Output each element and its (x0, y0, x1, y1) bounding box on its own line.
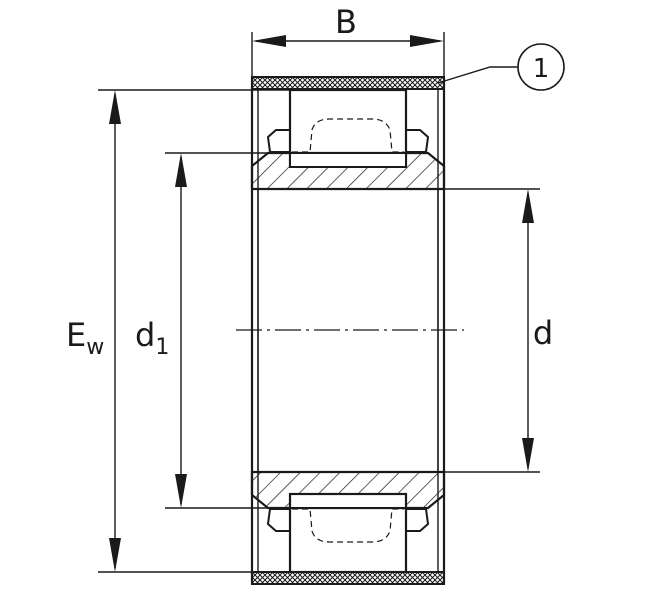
roller-bottom (288, 492, 408, 574)
outer-ring-top (251, 76, 445, 90)
bottom-roller-section (250, 470, 446, 574)
dimension-d1: d1 (135, 152, 268, 509)
cage-lug-top-right (405, 129, 430, 153)
arrowhead-ew-bottom (109, 538, 121, 572)
callout-leader-line (437, 66, 520, 84)
dimension-label-b: B (335, 3, 357, 41)
dimension-label-ew-base: E (66, 316, 86, 354)
callout-number: 1 (533, 54, 550, 84)
dimension-label-d1-base: d (135, 316, 155, 354)
arrowhead-ew-top (109, 90, 121, 124)
cage-lug-bottom-left (266, 508, 291, 532)
arrowhead-d-bottom (522, 438, 534, 472)
dimension-label-d1: d1 (135, 316, 169, 360)
callout-circle (517, 43, 565, 91)
arrowhead-b-left (252, 35, 286, 47)
arrowhead-d1-bottom (175, 474, 187, 508)
dimension-label-ew: Ew (66, 316, 104, 360)
inner-ring-raceway-bottom (289, 493, 407, 509)
dimension-label-d: d (533, 314, 553, 352)
cage-hidden-bottom (292, 508, 404, 543)
arrowhead-d1-top (175, 153, 187, 187)
dimension-b: B (251, 3, 445, 82)
cage-hidden-top (292, 118, 404, 153)
cage-lug-top-left (266, 129, 291, 153)
dimension-label-d1-subscript: 1 (155, 335, 169, 360)
dimension-label-ew-subscript: w (86, 335, 104, 360)
dimension-d: d (444, 188, 553, 473)
outer-ring-bottom (251, 571, 445, 585)
arrowhead-b-right (410, 35, 444, 47)
arrowhead-d-top (522, 189, 534, 223)
dimension-ew: Ew (66, 89, 290, 573)
callout-1: 1 (437, 43, 565, 91)
cage-lug-bottom-right (405, 508, 430, 532)
top-roller-section (250, 88, 446, 191)
inner-ring-raceway-top (289, 152, 407, 168)
